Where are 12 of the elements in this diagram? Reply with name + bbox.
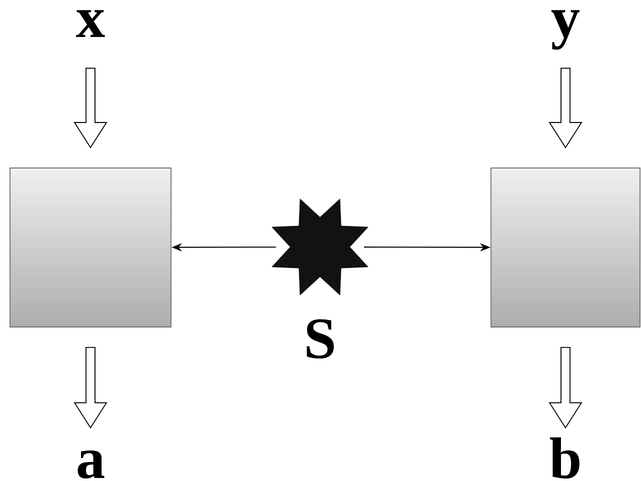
block-arrow (548, 347, 582, 429)
process-box (10, 168, 172, 328)
star-burst (272, 198, 368, 296)
block-arrow (74, 347, 108, 429)
block-arrow (74, 68, 108, 148)
node-label: a (78, 450, 104, 479)
node-caption: S (306, 319, 334, 359)
node-label: y (551, 10, 580, 50)
node-label: b (550, 437, 580, 479)
block-arrow (548, 68, 582, 148)
node-label: x (76, 10, 105, 37)
process-box (490, 168, 640, 328)
